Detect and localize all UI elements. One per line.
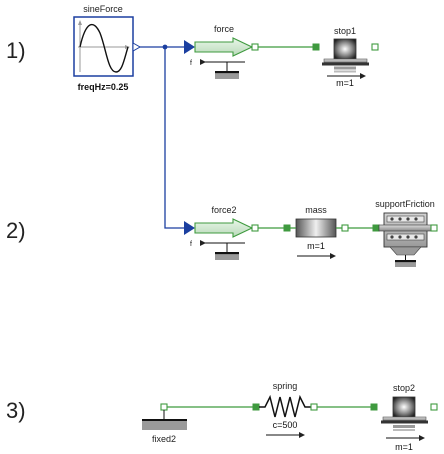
stop2-block[interactable]: stop2 m=1	[370, 383, 438, 452]
force2-input-port[interactable]	[184, 221, 195, 235]
support-friction-block[interactable]: supportFriction	[372, 199, 438, 267]
force-block[interactable]: force f	[184, 24, 259, 79]
force-port-label: f	[190, 60, 192, 67]
spring-param: c=500	[273, 420, 298, 430]
spring-left-port[interactable]	[252, 403, 260, 411]
support-friction-name: supportFriction	[375, 199, 435, 209]
fixed2-block[interactable]: fixed2	[142, 403, 187, 444]
force-ground-icon	[215, 74, 239, 79]
sine-force-output-port[interactable]	[132, 42, 142, 52]
spring-coil-icon	[259, 394, 311, 418]
sine-force-param: freqHz=0.25	[78, 82, 129, 92]
mass-right-port[interactable]	[341, 224, 349, 232]
mass-left-port[interactable]	[283, 224, 291, 232]
support-friction-right-port[interactable]	[430, 224, 438, 232]
force2-name: force2	[211, 205, 236, 215]
mass-param: m=1	[307, 241, 325, 251]
spring-right-port[interactable]	[310, 403, 318, 411]
signal-branch-node	[162, 44, 168, 50]
stop2-left-port[interactable]	[370, 403, 378, 411]
stop1-param: m=1	[336, 78, 354, 88]
support-friction-ground-icon	[395, 263, 416, 267]
signal-wires	[137, 46, 184, 229]
stop1-mass-icon	[333, 38, 357, 60]
force2-block[interactable]: force2 f	[184, 205, 259, 260]
force2-ground-icon	[215, 255, 239, 260]
stop2-mass-icon	[392, 396, 416, 418]
force2-flange-port[interactable]	[251, 224, 259, 232]
stop1-block[interactable]: stop1 m=1	[312, 26, 379, 88]
force2-arrow-icon	[194, 218, 254, 238]
row-label-2: 2)	[6, 218, 26, 243]
sine-force-block[interactable]: sineForce freqHz=0.25	[73, 4, 142, 92]
mass-name: mass	[305, 205, 327, 215]
force-input-port[interactable]	[184, 40, 195, 54]
sine-wave-icon	[79, 23, 129, 73]
fixed2-flange-port[interactable]	[160, 403, 168, 411]
spring-name: spring	[273, 381, 298, 391]
sine-force-name: sineForce	[83, 4, 123, 14]
support-friction-left-port[interactable]	[372, 224, 380, 232]
stop1-name: stop1	[334, 26, 356, 36]
force-arrow-icon	[194, 37, 254, 57]
mass-body-icon	[295, 218, 337, 238]
force-flange-port[interactable]	[251, 43, 259, 51]
fixed2-name: fixed2	[152, 434, 176, 444]
stop1-right-port[interactable]	[371, 43, 379, 51]
stop1-left-port[interactable]	[312, 43, 320, 51]
flange-wires	[166, 46, 374, 408]
mass-block[interactable]: mass m=1	[283, 205, 349, 259]
spring-block[interactable]: spring c=500	[252, 381, 318, 438]
stop2-param: m=1	[395, 442, 413, 452]
force-name: force	[214, 24, 234, 34]
row-label-3: 3)	[6, 398, 26, 423]
stop2-right-port[interactable]	[430, 403, 438, 411]
fixed2-ground-icon	[142, 421, 187, 430]
signal-wire-branch-to-force2[interactable]	[164, 47, 184, 229]
stop2-name: stop2	[393, 383, 415, 393]
force2-port-label: f	[190, 241, 192, 248]
row-label-1: 1)	[6, 38, 26, 63]
